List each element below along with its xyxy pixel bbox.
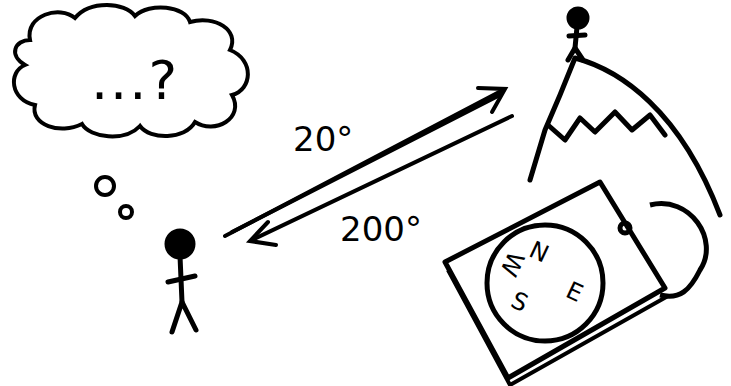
cloud-outline bbox=[14, 5, 248, 136]
plate-hole bbox=[620, 223, 630, 233]
bubble-dot bbox=[120, 206, 132, 218]
climber-head bbox=[569, 9, 587, 27]
bearing-label: 200° bbox=[340, 212, 422, 246]
person bbox=[167, 231, 196, 332]
snow-line bbox=[548, 112, 665, 140]
climber-legs bbox=[568, 48, 583, 60]
climber-arms bbox=[569, 35, 585, 36]
compass bbox=[445, 182, 706, 385]
person-head bbox=[167, 231, 193, 257]
arrow-head bbox=[478, 88, 505, 112]
thought-bubble: ...? bbox=[0, 0, 258, 142]
arrow-head bbox=[250, 222, 276, 245]
person-arms bbox=[168, 276, 195, 282]
bearing-arrows bbox=[225, 88, 512, 245]
person-legs bbox=[172, 302, 196, 332]
thought-text: ...? bbox=[91, 49, 179, 112]
compass-plate bbox=[445, 182, 665, 378]
bearing-label: 20° bbox=[293, 122, 353, 156]
mountain bbox=[530, 9, 720, 215]
bubble-dot bbox=[96, 177, 114, 195]
mountain-outline bbox=[530, 58, 720, 215]
compass-dial bbox=[487, 225, 603, 341]
